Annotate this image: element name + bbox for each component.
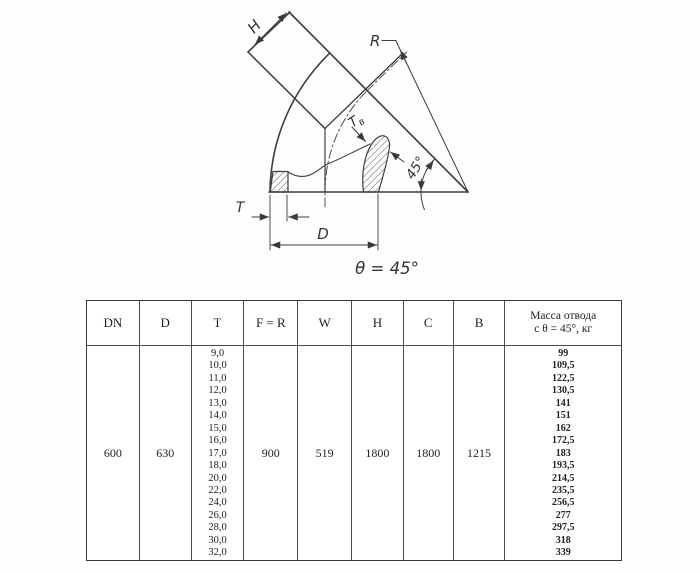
cell-value: 32,0 bbox=[208, 547, 227, 559]
cell-value: 130,5 bbox=[551, 385, 575, 397]
label-h: H bbox=[244, 16, 265, 37]
mass-header-line1: Масса отвода bbox=[530, 309, 597, 322]
cell-value: 26,0 bbox=[208, 509, 227, 521]
centerline bbox=[324, 51, 407, 208]
cell-f-r: 900 bbox=[261, 445, 280, 460]
cell-h: 1800 bbox=[365, 445, 390, 460]
cell-value: 18,0 bbox=[208, 460, 227, 472]
column-header: DN bbox=[87, 301, 139, 346]
tv-leader-right bbox=[390, 151, 405, 163]
elbow-upper-edge bbox=[288, 11, 469, 193]
cell-value: 162 bbox=[555, 422, 571, 434]
column-c: C 1800 bbox=[402, 301, 453, 560]
elbow-outer-arc bbox=[269, 52, 331, 193]
cell-value: 12,0 bbox=[208, 385, 227, 397]
elbow-drawing: H R Tв 45° T D θ = 45° bbox=[236, 11, 469, 278]
cell-b: 1215 bbox=[467, 445, 492, 460]
elbow-miter-line bbox=[324, 52, 404, 130]
cell-value: 22,0 bbox=[208, 484, 227, 496]
cell-value: 9,0 bbox=[210, 348, 225, 359]
column-header: C bbox=[403, 301, 453, 346]
cell-value: 16,0 bbox=[208, 435, 227, 447]
cell-w: 519 bbox=[315, 445, 334, 460]
cell-d: 630 bbox=[156, 445, 175, 460]
column-d: D 630 bbox=[138, 301, 191, 560]
cell-value: 28,0 bbox=[208, 522, 227, 534]
r-radius-line bbox=[395, 40, 469, 193]
elbow-lower-edge bbox=[247, 51, 326, 130]
cell-value: 15,0 bbox=[208, 422, 227, 434]
h-dim-line bbox=[254, 12, 287, 45]
column-dn: DN 600 bbox=[87, 301, 139, 560]
cell-value: 141 bbox=[555, 397, 571, 409]
cell-value: 235,5 bbox=[551, 484, 575, 496]
column-header: Масса отвода с θ = 45°, кг bbox=[505, 301, 621, 346]
column-w: W 519 bbox=[297, 301, 351, 560]
label-t: T bbox=[236, 200, 246, 216]
cell-value: 24,0 bbox=[208, 497, 227, 509]
column-header: W bbox=[298, 301, 351, 346]
cell-value: 297,5 bbox=[551, 522, 575, 534]
label-d: D bbox=[317, 225, 329, 243]
column-h: H 1800 bbox=[351, 301, 403, 560]
column-header: T bbox=[191, 301, 244, 346]
cell-value: 277 bbox=[555, 509, 571, 521]
cell-value: 214,5 bbox=[551, 472, 575, 484]
label-theta: θ = 45° bbox=[355, 259, 419, 278]
label-tv: Tв bbox=[346, 110, 368, 133]
cell-value: 13,0 bbox=[208, 397, 227, 409]
column-header: H bbox=[352, 301, 403, 346]
column-header: B bbox=[453, 301, 505, 346]
cell-value: 193,5 bbox=[551, 460, 575, 472]
angle-arrow-high bbox=[425, 160, 435, 172]
column-header: D bbox=[139, 301, 191, 346]
cell-value: 10,0 bbox=[208, 360, 227, 372]
cell-value: 183 bbox=[555, 447, 571, 459]
cell-value: 30,0 bbox=[208, 534, 227, 546]
wall-section-left bbox=[269, 170, 289, 193]
mass-header-line2: с θ = 45°, кг bbox=[534, 323, 593, 335]
cell-value: 318 bbox=[555, 534, 571, 546]
column-f-r: F = R 900 bbox=[243, 301, 298, 560]
cell-value: 256,5 bbox=[551, 497, 575, 509]
cell-value: 20,0 bbox=[208, 472, 227, 484]
break-line bbox=[287, 143, 371, 177]
cell-value: 11,0 bbox=[208, 372, 227, 384]
label-angle: 45° bbox=[403, 154, 429, 183]
tv-leader-left bbox=[351, 126, 366, 142]
column-header: F = R bbox=[244, 301, 298, 346]
cell-value: 99 bbox=[558, 348, 569, 359]
cell-value: 339 bbox=[555, 547, 571, 559]
cell-value: 109,5 bbox=[551, 360, 575, 372]
column-b: B 1215 bbox=[452, 301, 505, 560]
cell-value: 17,0 bbox=[208, 447, 227, 459]
cell-value: 151 bbox=[555, 410, 571, 422]
wall-section-inner bbox=[362, 135, 391, 193]
cell-value: 172,5 bbox=[551, 435, 575, 447]
cell-dn: 600 bbox=[103, 445, 122, 460]
r-arrow-stub bbox=[400, 50, 408, 64]
label-r: R bbox=[370, 32, 380, 50]
cell-c: 1800 bbox=[416, 445, 441, 460]
cell-value: 14,0 bbox=[208, 410, 227, 422]
cell-value: 122,5 bbox=[551, 372, 575, 384]
